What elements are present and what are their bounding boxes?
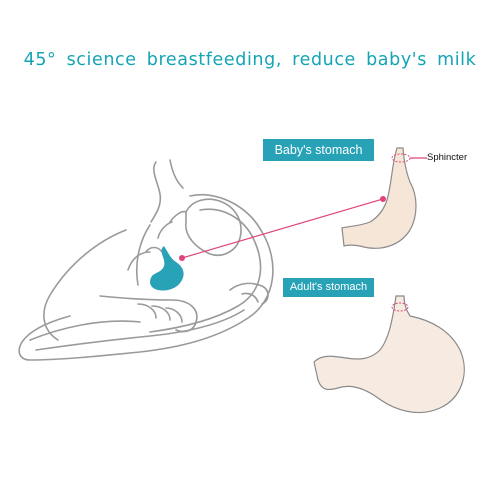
baby-stomach-diagram	[341, 147, 417, 249]
pointer-dot-stomach	[380, 196, 386, 202]
pointer-dot-baby	[179, 255, 185, 261]
sphincter-label: Sphincter	[427, 152, 468, 163]
pointer-line-stomach	[181, 198, 384, 259]
mother-baby-line-art	[18, 159, 274, 361]
sphincter-marker	[391, 153, 411, 163]
adult-stomach-diagram	[313, 295, 465, 414]
sphincter-marker-adult	[391, 302, 409, 312]
adult-stomach-label: Adult's stomach	[283, 278, 374, 297]
baby-stomach-label: Baby's stomach	[263, 139, 374, 161]
pointer-lines	[181, 157, 427, 259]
baby-stomach-highlight	[150, 246, 184, 291]
headline: 45° science breastfeeding, reduce baby's…	[23, 50, 477, 70]
